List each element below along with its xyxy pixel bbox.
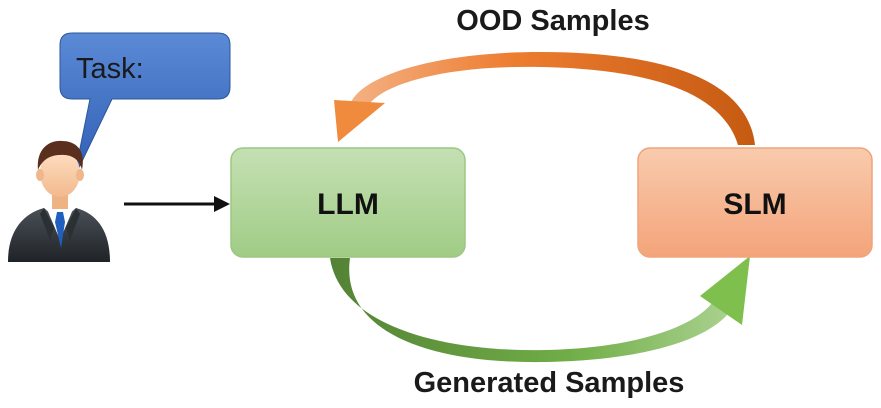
generated-samples-arrow xyxy=(330,256,750,363)
speech-bubble-text: Task: xyxy=(76,53,144,85)
ood-samples-label: OOD Samples xyxy=(456,5,649,37)
speech-bubble: Task: xyxy=(59,32,231,179)
slm-label: SLM xyxy=(723,188,786,221)
slm-node: SLM xyxy=(637,147,873,258)
llm-label: LLM xyxy=(317,188,379,221)
user-to-llm-arrow xyxy=(124,196,230,212)
llm-node: LLM xyxy=(230,147,466,258)
businessman-icon xyxy=(8,140,110,262)
ood-samples-arrow xyxy=(334,52,755,145)
generated-samples-label: Generated Samples xyxy=(414,367,685,399)
